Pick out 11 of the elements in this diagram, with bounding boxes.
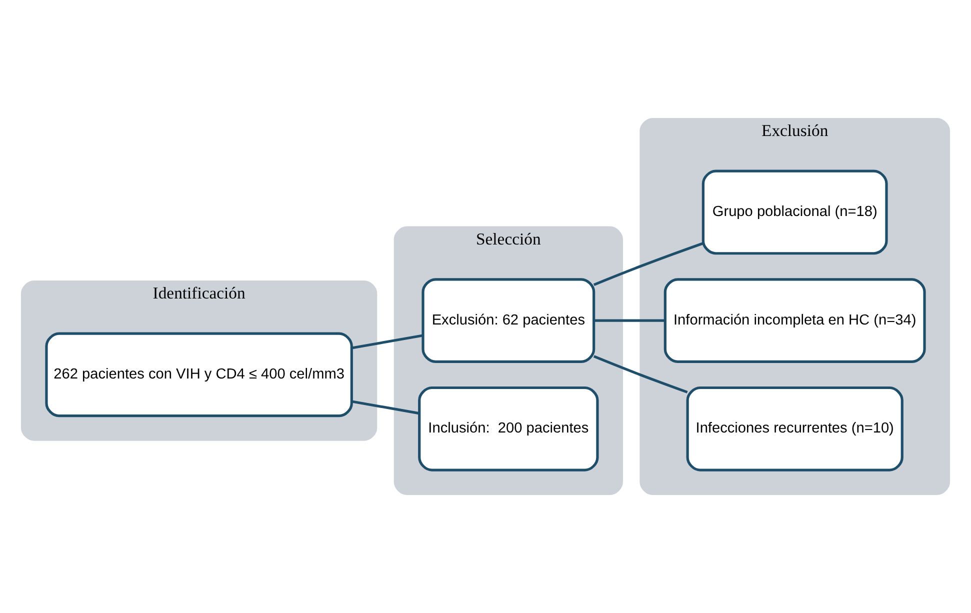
node-box: Grupo poblacional (n=18) <box>702 170 888 255</box>
connector <box>594 319 666 322</box>
node-box: Exclusión: 62 pacientes <box>422 278 596 363</box>
connector <box>593 355 688 394</box>
connector <box>352 400 420 415</box>
node-box: Información incompleta en HC (n=34) <box>664 278 926 363</box>
node-box: Infecciones recurrentes (n=10) <box>686 386 904 472</box>
node-box: Inclusión: 200 pacientes <box>418 386 599 472</box>
node-box: 262 pacientes con VIH y CD4 ≤ 400 cel/mm3 <box>45 332 353 418</box>
connector <box>352 334 423 350</box>
connector <box>593 242 704 286</box>
